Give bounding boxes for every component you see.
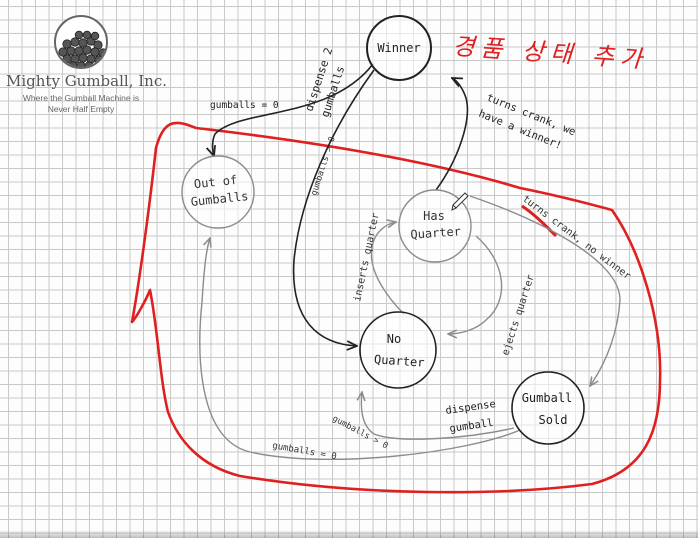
state-gumball-sold: [511, 371, 585, 445]
korean-annotation: 경품 상태 추가: [452, 32, 649, 74]
arrow-has-quarter-to-gumball-sold: [469, 195, 621, 386]
state-no-quarter-label-2: Quarter: [374, 352, 425, 369]
company-tagline: Where the Gumball Machine is Never Half …: [22, 93, 140, 114]
state-no-quarter-label-1: No: [387, 332, 401, 346]
state-has-quarter-label-1: Has: [423, 209, 445, 223]
company-name: Mighty Gumball, Inc.: [6, 72, 167, 90]
company-logo: Mighty Gumball, Inc. Where the Gumball M…: [6, 14, 167, 115]
state-out-of-gumballs-label-1: Out of: [193, 173, 238, 191]
arrow-gumball-sold-to-out-of-gumballs: [199, 238, 521, 461]
label-gumballs-zero-top: gumballs = 0: [210, 100, 279, 111]
state-out-of-gumballs: [181, 155, 255, 229]
pencil-icon: [451, 192, 469, 211]
arrow-gumball-sold-to-no-quarter: [361, 392, 515, 440]
arrow-winner-to-out-of-gumballs: [213, 63, 374, 156]
red-boundary-annotation: [130, 121, 662, 494]
state-has-quarter-label-2: Quarter: [410, 224, 461, 241]
label-dispense-gumball-2: gumball: [449, 417, 495, 435]
state-no-quarter: [359, 311, 437, 389]
label-gumballs-gt-zero-bottom: gumballs > 0: [331, 414, 390, 452]
label-dispense-gumball-1: dispense: [445, 398, 497, 417]
arrow-has-quarter-to-no-quarter: [448, 235, 503, 334]
label-ejects-quarter: ejects quarter: [500, 273, 537, 357]
label-inserts-quarter: inserts quarter: [352, 212, 382, 303]
gumball-machine-icon: [54, 15, 108, 69]
state-gumball-sold-label-2: Sold: [539, 413, 568, 427]
arrow-winner-to-no-quarter: [292, 69, 375, 346]
red-strike-annotation: [521, 204, 558, 238]
state-gumball-sold-label-1: Gumball: [522, 391, 573, 405]
state-out-of-gumballs-label-2: Gumballs: [190, 189, 249, 209]
arrow-has-quarter-to-winner: [435, 78, 469, 191]
arrow-no-quarter-to-has-quarter: [370, 222, 405, 315]
label-turns-crank-no-winner: turns crank, no winner: [520, 194, 632, 282]
state-winner: [366, 15, 432, 81]
state-winner-label: Winner: [377, 41, 420, 55]
